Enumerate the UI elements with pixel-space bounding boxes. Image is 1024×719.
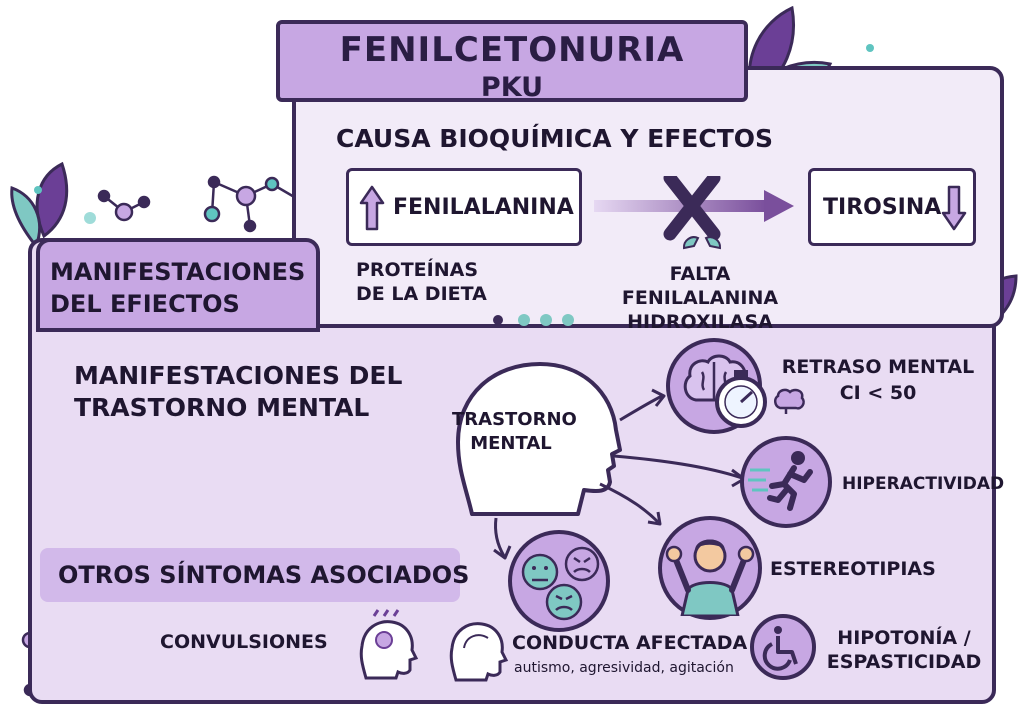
- running-circle: [740, 436, 832, 528]
- conducta-label: CONDUCTA AFECTADA: [512, 632, 748, 654]
- reaction-arrow: [594, 176, 794, 250]
- wheelchair-icon: [762, 626, 798, 671]
- hipotonia-label: HIPOTONÍA /ESPASTICIDAD: [826, 627, 982, 673]
- person-circle: [658, 516, 762, 620]
- behavior-head-icon: [449, 622, 509, 682]
- page-title: FENILCETONURIA: [339, 30, 685, 70]
- running-person-icon: [748, 451, 813, 511]
- wheelchair-circle: [750, 614, 816, 680]
- broken-enzyme-icon: [682, 236, 722, 250]
- emotion-faces-icon: [521, 546, 600, 621]
- emotions-circle: [508, 530, 610, 632]
- stopwatch-icon: [715, 370, 767, 428]
- molecule-icon: [97, 189, 151, 222]
- leaf-icon: [10, 161, 69, 249]
- stereotypy-person-icon: [665, 539, 755, 618]
- estereotipias-label: ESTEREOTIPIAS: [770, 558, 936, 580]
- page-subtitle: PKU: [480, 72, 544, 103]
- seizure-head-icon: [359, 609, 419, 680]
- title-box: FENILCETONURIA PKU: [276, 20, 748, 103]
- molecule-icon: [203, 175, 306, 233]
- arrow-up-icon: [359, 185, 385, 231]
- step-dots: [493, 314, 574, 326]
- hiperactividad-label: HIPERACTIVIDAD: [842, 474, 1005, 494]
- convulsiones-label: CONVULSIONES: [160, 631, 328, 653]
- otros-heading: OTROS SÍNTOMAS ASOCIADOS: [58, 561, 470, 589]
- small-brain-icon: [774, 388, 805, 414]
- cause-heading: CAUSA BIOQUÍMICA Y EFECTOS: [336, 124, 774, 153]
- substrate-box: FENILALANINA: [346, 168, 582, 246]
- product-label: TIROSINA: [823, 195, 942, 220]
- otros-banner: [40, 548, 460, 602]
- product-box: TIROSINA: [808, 168, 976, 246]
- arrow-down-icon: [941, 185, 967, 231]
- substrate-label: FENILALANINA: [393, 195, 574, 220]
- conducta-detail: autismo, agresividad, agitación: [514, 660, 734, 676]
- blocked-x-icon: [663, 176, 721, 241]
